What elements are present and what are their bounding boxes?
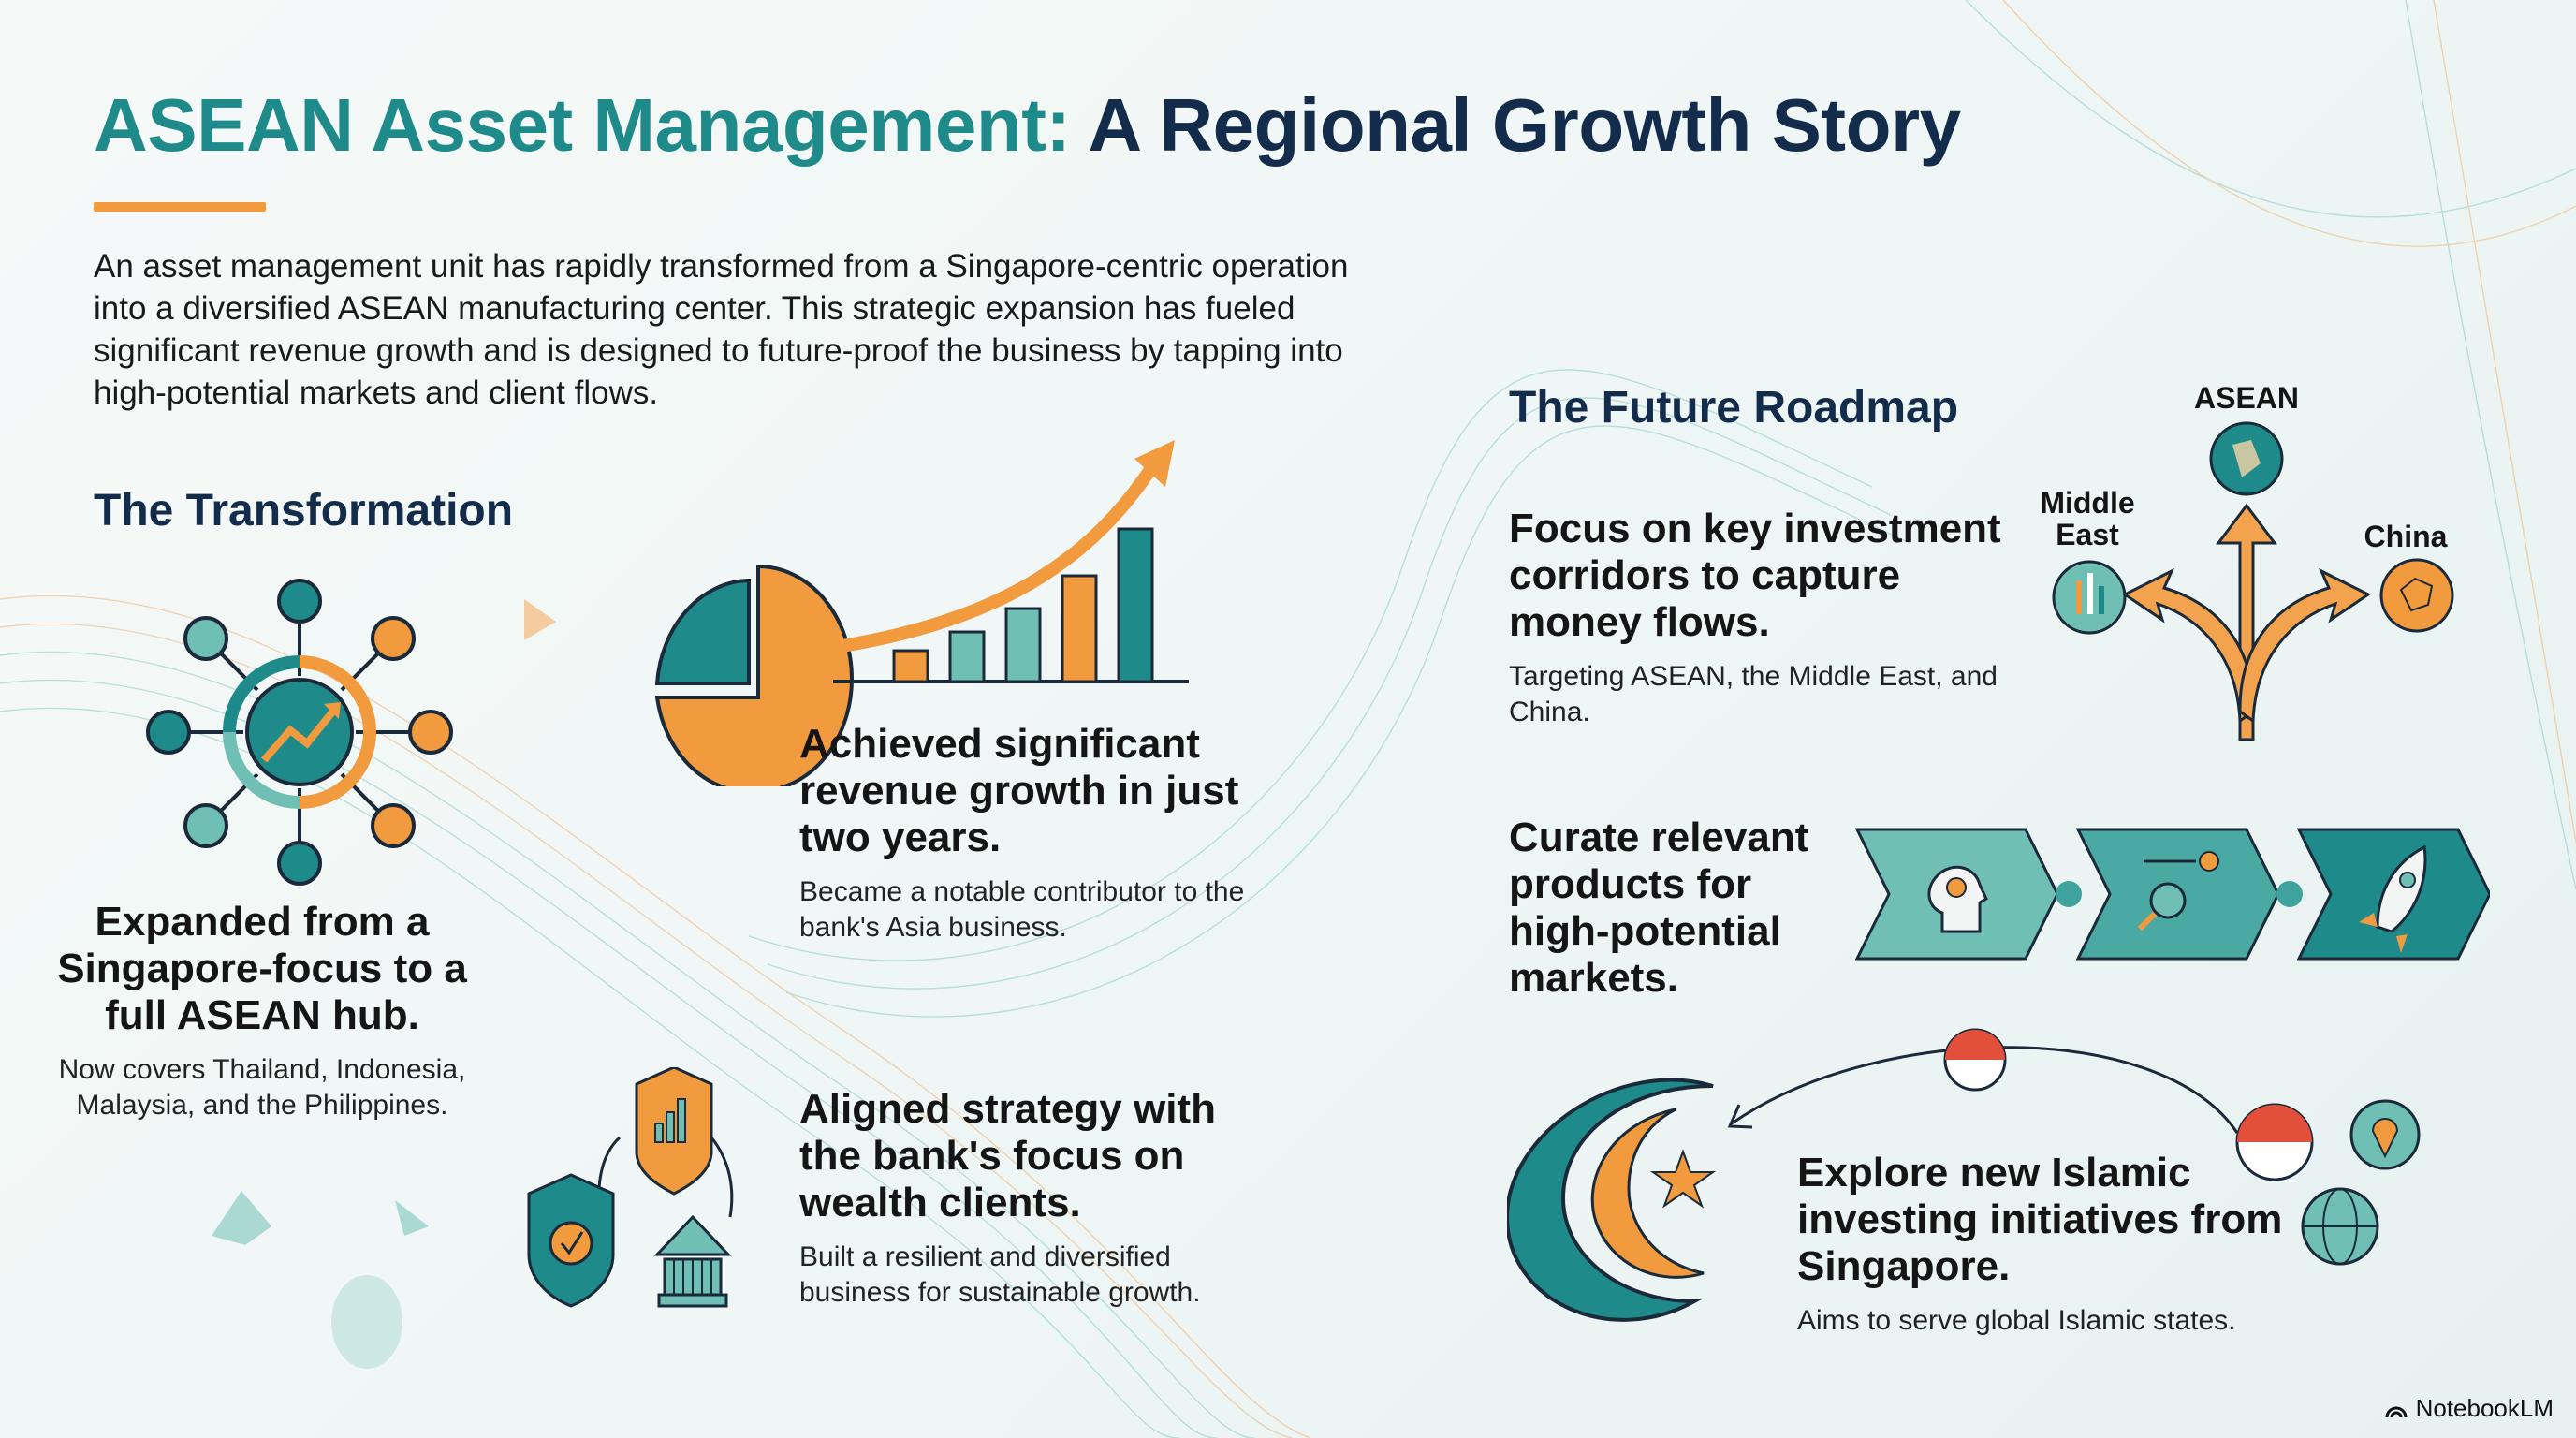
item-heading: Achieved significant revenue growth in j… bbox=[799, 721, 1239, 860]
transformation-item-1: Expanded from a Singapore-focus to a ful… bbox=[56, 899, 468, 1123]
network-hub-icon bbox=[146, 579, 453, 886]
item-heading: Focus on key investment corridors to cap… bbox=[1509, 506, 2001, 645]
head-lightbulb-icon bbox=[1927, 865, 1988, 933]
title-accent-bar bbox=[94, 202, 266, 212]
item-heading: Expanded from a Singapore-focus to a ful… bbox=[57, 899, 467, 1038]
roadmap-heading: The Future Roadmap bbox=[1509, 383, 1959, 433]
label-china: China bbox=[2364, 520, 2448, 553]
rocket-icon bbox=[2376, 844, 2427, 933]
transformation-heading: The Transformation bbox=[94, 486, 514, 536]
revenue-growth-chart-icon bbox=[655, 440, 1189, 786]
item-text: Now covers Thailand, Indonesia, Malaysia… bbox=[58, 1054, 466, 1121]
roadmap-item-2: Curate relevant products for high-potent… bbox=[1509, 814, 1846, 1002]
transformation-item-2: Achieved significant revenue growth in j… bbox=[799, 721, 1286, 946]
singapore-flag-icon bbox=[2235, 1103, 2314, 1181]
item-text: Targeting ASEAN, the Middle East, and Ch… bbox=[1509, 661, 1998, 727]
brand-watermark: NotebookLM bbox=[2384, 1394, 2554, 1423]
shield-bank-icon bbox=[527, 1067, 734, 1308]
item-heading: Explore new Islamic investing initiative… bbox=[1797, 1150, 2283, 1289]
item-text: Became a notable contributor to the bank… bbox=[799, 876, 1245, 943]
item-text: Aims to serve global Islamic states. bbox=[1797, 1305, 2236, 1336]
notebooklm-logo-icon bbox=[2385, 1406, 2408, 1417]
singapore-flag-icon bbox=[1943, 1028, 2007, 1092]
intro-paragraph: An asset management unit has rapidly tra… bbox=[94, 248, 1349, 411]
label-asean: ASEAN bbox=[2193, 381, 2299, 415]
branching-arrows-icon bbox=[2052, 421, 2454, 741]
magnifier-icon bbox=[2149, 882, 2187, 919]
item-heading: Aligned strategy with the bank's focus o… bbox=[799, 1086, 1216, 1225]
title-highlight: ASEAN Asset Management: bbox=[94, 83, 1071, 167]
label-middle-east: Middle East bbox=[2040, 486, 2135, 551]
china-map-icon bbox=[2379, 558, 2454, 633]
roadmap-item-1: Focus on key investment corridors to cap… bbox=[1509, 506, 2033, 730]
roadmap-item-3: Explore new Islamic investing initiative… bbox=[1797, 1150, 2321, 1339]
crescent-star-icon bbox=[1507, 1028, 2421, 1322]
title-rest: A Regional Growth Story bbox=[1088, 83, 1961, 167]
item-heading: Curate relevant products for high-potent… bbox=[1509, 814, 1809, 1001]
page-title: ASEAN Asset Management: A Regional Growt… bbox=[94, 82, 1961, 169]
product-pipeline-icon bbox=[1854, 828, 2490, 961]
item-text: Built a resilient and diversified busine… bbox=[799, 1241, 1201, 1308]
brand-name: NotebookLM bbox=[2415, 1394, 2554, 1422]
transformation-item-3: Aligned strategy with the bank's focus o… bbox=[799, 1086, 1286, 1311]
